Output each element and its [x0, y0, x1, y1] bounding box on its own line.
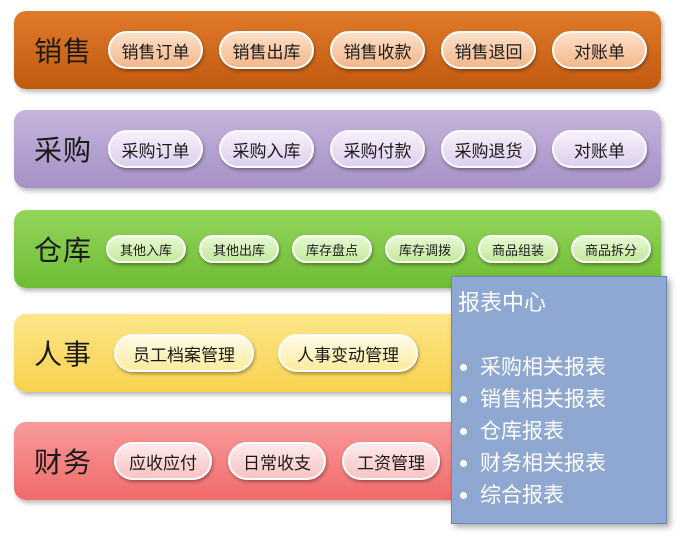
warehouse-module-bar: 仓库 其他入库 其他出库 库存盘点 库存调拨 商品组装 商品拆分 [14, 210, 661, 288]
purchase-module-bar: 采购 采购订单 采购入库 采购付款 采购退货 对账单 [14, 110, 661, 188]
sales-order-button[interactable]: 销售订单 [108, 31, 203, 69]
report-item-label: 采购相关报表 [480, 355, 606, 379]
report-list: 采购相关报表 销售相关报表 仓库报表 财务相关报表 综合报表 [460, 351, 606, 511]
sales-module-bar: 销售 销售订单 销售出库 销售收款 销售退回 对账单 [14, 11, 661, 89]
purchase-order-button[interactable]: 采购订单 [108, 130, 203, 168]
bullet-icon [460, 428, 467, 435]
report-item-comprehensive[interactable]: 综合报表 [460, 479, 606, 511]
sales-statement-button[interactable]: 对账单 [552, 31, 647, 69]
sales-outbound-button[interactable]: 销售出库 [219, 31, 314, 69]
purchase-return-button[interactable]: 采购退货 [441, 130, 536, 168]
report-item-finance[interactable]: 财务相关报表 [460, 447, 606, 479]
receivables-payables-button[interactable]: 应收应付 [114, 442, 212, 480]
sales-module-title: 销售 [34, 35, 93, 68]
product-disassembly-button[interactable]: 商品拆分 [571, 235, 651, 263]
finance-module-title: 财务 [34, 446, 93, 479]
purchase-payment-button[interactable]: 采购付款 [330, 130, 425, 168]
bullet-icon [460, 396, 467, 403]
purchase-inbound-button[interactable]: 采购入库 [219, 130, 314, 168]
product-assembly-button[interactable]: 商品组装 [478, 235, 558, 263]
report-item-label: 销售相关报表 [480, 387, 606, 411]
bullet-icon [460, 460, 467, 467]
hr-module-title: 人事 [34, 338, 93, 371]
other-inbound-button[interactable]: 其他入库 [106, 235, 186, 263]
other-outbound-button[interactable]: 其他出库 [199, 235, 279, 263]
personnel-change-button[interactable]: 人事变动管理 [278, 334, 418, 372]
report-item-label: 仓库报表 [480, 419, 564, 443]
stock-count-button[interactable]: 库存盘点 [292, 235, 372, 263]
report-item-sales[interactable]: 销售相关报表 [460, 383, 606, 415]
report-item-label: 财务相关报表 [480, 451, 606, 475]
report-item-purchase[interactable]: 采购相关报表 [460, 351, 606, 383]
sales-return-button[interactable]: 销售退回 [441, 31, 536, 69]
payroll-management-button[interactable]: 工资管理 [342, 442, 440, 480]
bullet-icon [460, 492, 467, 499]
report-item-warehouse[interactable]: 仓库报表 [460, 415, 606, 447]
report-center-title: 报表中心 [458, 291, 547, 316]
bullet-icon [460, 364, 467, 371]
employee-records-button[interactable]: 员工档案管理 [114, 334, 254, 372]
purchase-statement-button[interactable]: 对账单 [552, 130, 647, 168]
finance-module-bar: 财务 应收应付 日常收支 工资管理 [14, 422, 661, 500]
warehouse-module-title: 仓库 [34, 234, 93, 267]
purchase-module-title: 采购 [34, 134, 93, 167]
sales-receipt-button[interactable]: 销售收款 [330, 31, 425, 69]
report-item-label: 综合报表 [480, 483, 564, 507]
stock-transfer-button[interactable]: 库存调拨 [385, 235, 465, 263]
report-center-panel: 报表中心 采购相关报表 销售相关报表 仓库报表 财务相关报表 综合报表 [451, 276, 667, 524]
daily-income-expense-button[interactable]: 日常收支 [228, 442, 326, 480]
